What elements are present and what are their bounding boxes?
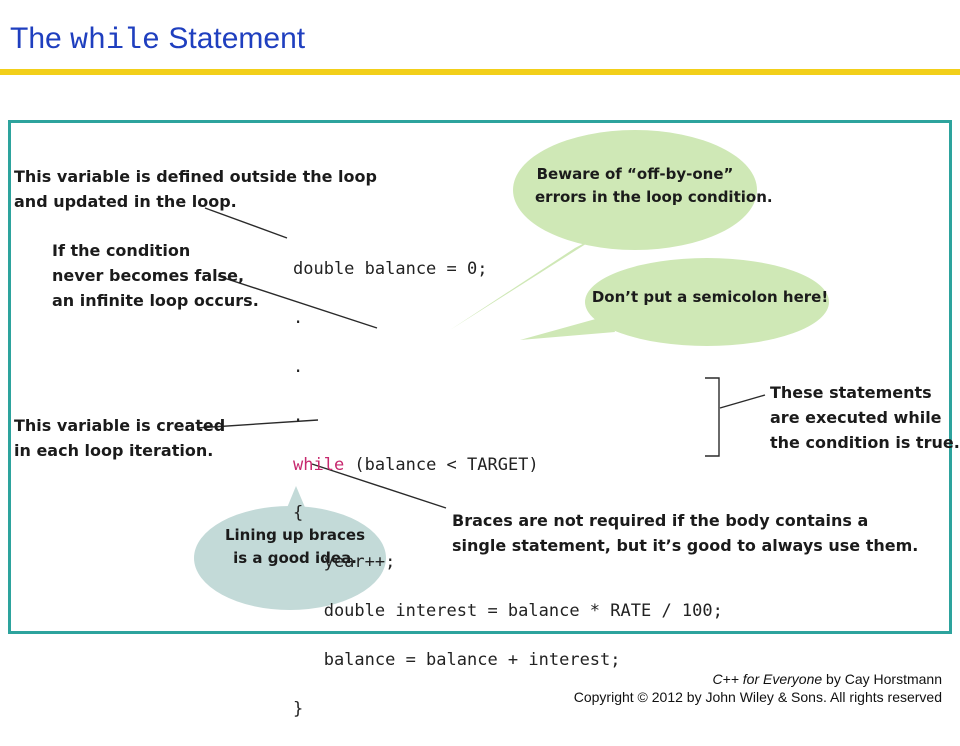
bubble-off-by-one-text: Beware of “off-by-one” errors in the loo… — [535, 165, 773, 206]
while-keyword: while — [293, 454, 345, 475]
code-line: { — [293, 503, 304, 524]
note-outside-variable: This variable is defined outside the loo… — [14, 167, 377, 211]
credit-copyright: Copyright © 2012 by John Wiley & Sons. A… — [573, 689, 942, 705]
title-prefix: The — [10, 22, 71, 55]
bubble-semicolon-text: Don’t put a semicolon here! — [591, 288, 829, 306]
note-braces: Braces are not required if the body cont… — [452, 511, 919, 555]
code-line: . — [293, 405, 304, 426]
body-bracket — [705, 377, 720, 457]
bubble-braces-tip-shape — [194, 486, 386, 610]
code-line: double balance = 0; — [293, 259, 488, 280]
code-line: } — [293, 698, 304, 719]
leader-inner-var — [196, 419, 319, 429]
credit-footer: C++ for Everyone by Cay Horstmann Copyri… — [574, 670, 942, 706]
title-suffix: Statement — [160, 22, 306, 55]
credit-author: by Cay Horstmann — [822, 671, 942, 687]
diagram-frame — [8, 120, 952, 634]
code-line: year++; — [293, 552, 396, 573]
leader-braces — [311, 463, 447, 509]
title-underline — [0, 69, 960, 75]
bubble-semicolon-shape — [520, 258, 829, 346]
leader-body-exec — [719, 394, 766, 409]
code-line-while: while (balance < TARGET) — [293, 453, 723, 477]
bubble-off-by-one-shape — [450, 130, 757, 330]
code-line: double interest = balance * RATE / 100; — [293, 601, 723, 622]
credit-book-line: C++ for Everyone by Cay Horstmann — [574, 670, 942, 688]
credit-book: C++ for Everyone — [712, 671, 823, 687]
note-infinite-loop: If the condition never becomes false, an… — [52, 241, 259, 310]
while-condition: (balance < TARGET) — [344, 454, 539, 475]
diagram-graphics — [194, 130, 829, 610]
code-block: double balance = 0; . . . while (balance… — [293, 233, 723, 746]
code-line: . — [293, 357, 304, 378]
code-line: balance = balance + interest; — [293, 649, 621, 670]
note-body-execution: These statements are executed while the … — [770, 383, 960, 452]
page-title: The while Statement — [10, 22, 305, 58]
note-inner-variable: This variable is created in each loop it… — [14, 416, 226, 460]
title-keyword: while — [70, 24, 161, 58]
leader-outside-var — [204, 207, 288, 239]
bubble-braces-tip-text: Lining up braces is a good idea. — [224, 526, 366, 567]
code-line: . — [293, 308, 304, 329]
leader-infinite-loop — [217, 275, 378, 329]
